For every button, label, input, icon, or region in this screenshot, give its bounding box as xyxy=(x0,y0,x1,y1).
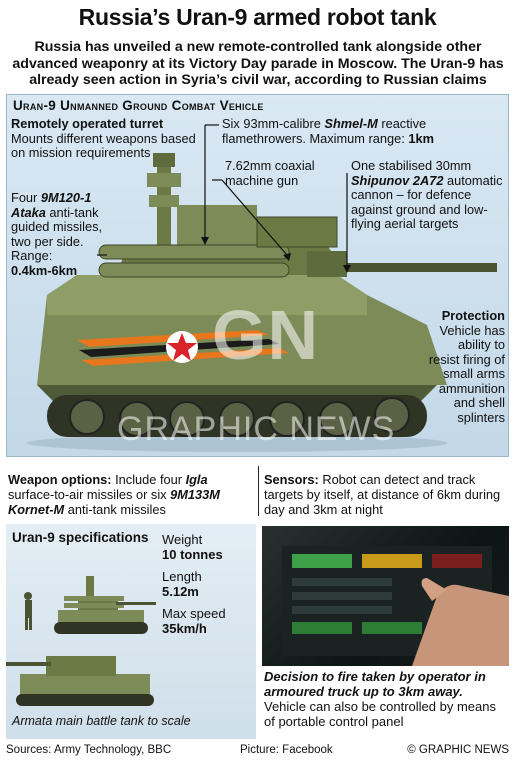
weapons-mid: surface-to-air missiles or six xyxy=(8,487,167,502)
weapons-igla: Igla xyxy=(185,472,208,487)
turret-text: Mounts different weapons based on missio… xyxy=(11,130,196,160)
footer-picture: Picture: Facebook xyxy=(240,744,333,756)
cannon-annotation: One stabilised 30mm Shipunov 2A72 automa… xyxy=(351,158,506,232)
shmel-annotation: Six 93mm-calibre Shmel-M reactive flamet… xyxy=(222,116,507,146)
weapon-options: Weapon options: Include four Igla surfac… xyxy=(8,472,253,517)
watermark-text: GRAPHIC NEWS xyxy=(117,410,396,448)
watermark-logo: GN xyxy=(212,296,319,374)
page-title: Russia’s Uran-9 armed robot tank xyxy=(78,4,437,30)
footer-sources: Sources: Army Technology, BBC xyxy=(6,744,172,756)
photo-caption: Decision to fire taken by operator in ar… xyxy=(264,669,509,729)
weapons-heading: Weapon options: xyxy=(8,472,112,487)
section-divider xyxy=(258,466,259,516)
coaxial-annotation: 7.62mm coaxial machine gun xyxy=(225,158,315,188)
tank-illustration xyxy=(27,124,497,452)
spec-length: Length 5.12m xyxy=(162,569,202,599)
spec-speed-value: 35km/h xyxy=(162,621,207,636)
spec-weight-label: Weight xyxy=(162,532,203,547)
spec-speed-label: Max speed xyxy=(162,606,226,621)
sensors: Sensors: Robot can detect and track targ… xyxy=(264,472,509,517)
turret-heading: Remotely operated turret xyxy=(11,116,164,131)
spec-speed: Max speed 35km/h xyxy=(162,606,226,636)
spec-weight: Weight 10 tonnes xyxy=(162,532,223,562)
sensors-text: Robot can detect and track targets by it… xyxy=(264,472,501,517)
shmel-post: reactive flamethrowers. Maximum range: xyxy=(222,116,427,146)
spec-weight-value: 10 tonnes xyxy=(162,547,223,562)
footer: Sources: Army Technology, BBC Picture: F… xyxy=(6,742,509,760)
shmel-name: Shmel-M xyxy=(324,116,378,131)
spec-length-value: 5.12m xyxy=(162,584,199,599)
specifications-panel: Uran-9 specifications Weight 10 tonnes L… xyxy=(6,524,256,739)
protection-text: Vehicle has ability to resist firing of … xyxy=(428,322,505,425)
shmel-pre: Six 93mm-calibre xyxy=(222,116,321,131)
cannon-name: Shipunov 2A72 xyxy=(351,172,444,188)
shmel-range: 1km xyxy=(408,130,434,146)
ataka-annotation: Four 9M120-1 Ataka anti-tank guided miss… xyxy=(11,190,111,278)
tank-panel: Uran-9 Unmanned Ground Combat Vehicle xyxy=(6,94,509,457)
weapons-post: anti-tank missiles xyxy=(67,502,166,517)
ataka-name: 9M120-1 Ataka xyxy=(11,190,92,220)
control-panel-photo xyxy=(262,526,509,666)
spec-length-label: Length xyxy=(162,569,202,584)
weapons-pre: Include four xyxy=(115,472,182,487)
ataka-range: 0.4km-6km xyxy=(11,262,78,278)
protection-annotation: Protection Vehicle has ability to resist… xyxy=(427,308,505,425)
scale-illustration xyxy=(6,576,156,706)
turret-annotation: Remotely operated turret Mounts differen… xyxy=(11,116,201,161)
ataka-post: anti-tank guided missiles, two per side.… xyxy=(11,204,103,263)
panel-heading: Uran-9 Unmanned Ground Combat Vehicle xyxy=(13,98,264,113)
cannon-post: automatic cannon – for defence against g… xyxy=(351,172,503,231)
photo-illustration xyxy=(282,546,509,666)
page-subtitle: Russia has unveiled a new remote-control… xyxy=(12,39,504,88)
sensors-heading: Sensors: xyxy=(264,472,319,487)
spec-caption: Armata main battle tank to scale xyxy=(12,714,191,728)
ataka-pre: Four xyxy=(11,190,38,205)
photo-caption-bold: Decision to fire taken by operator in ar… xyxy=(264,669,486,699)
photo-caption-text: Vehicle can also be controlled by means … xyxy=(264,699,496,729)
footer-credit: © GRAPHIC NEWS xyxy=(407,744,509,756)
weapons-kornet: 9M133M Kornet-M xyxy=(8,487,220,517)
protection-heading: Protection xyxy=(441,308,505,323)
spec-heading: Uran-9 specifications xyxy=(12,530,149,545)
cannon-pre: One stabilised 30mm xyxy=(351,158,472,173)
